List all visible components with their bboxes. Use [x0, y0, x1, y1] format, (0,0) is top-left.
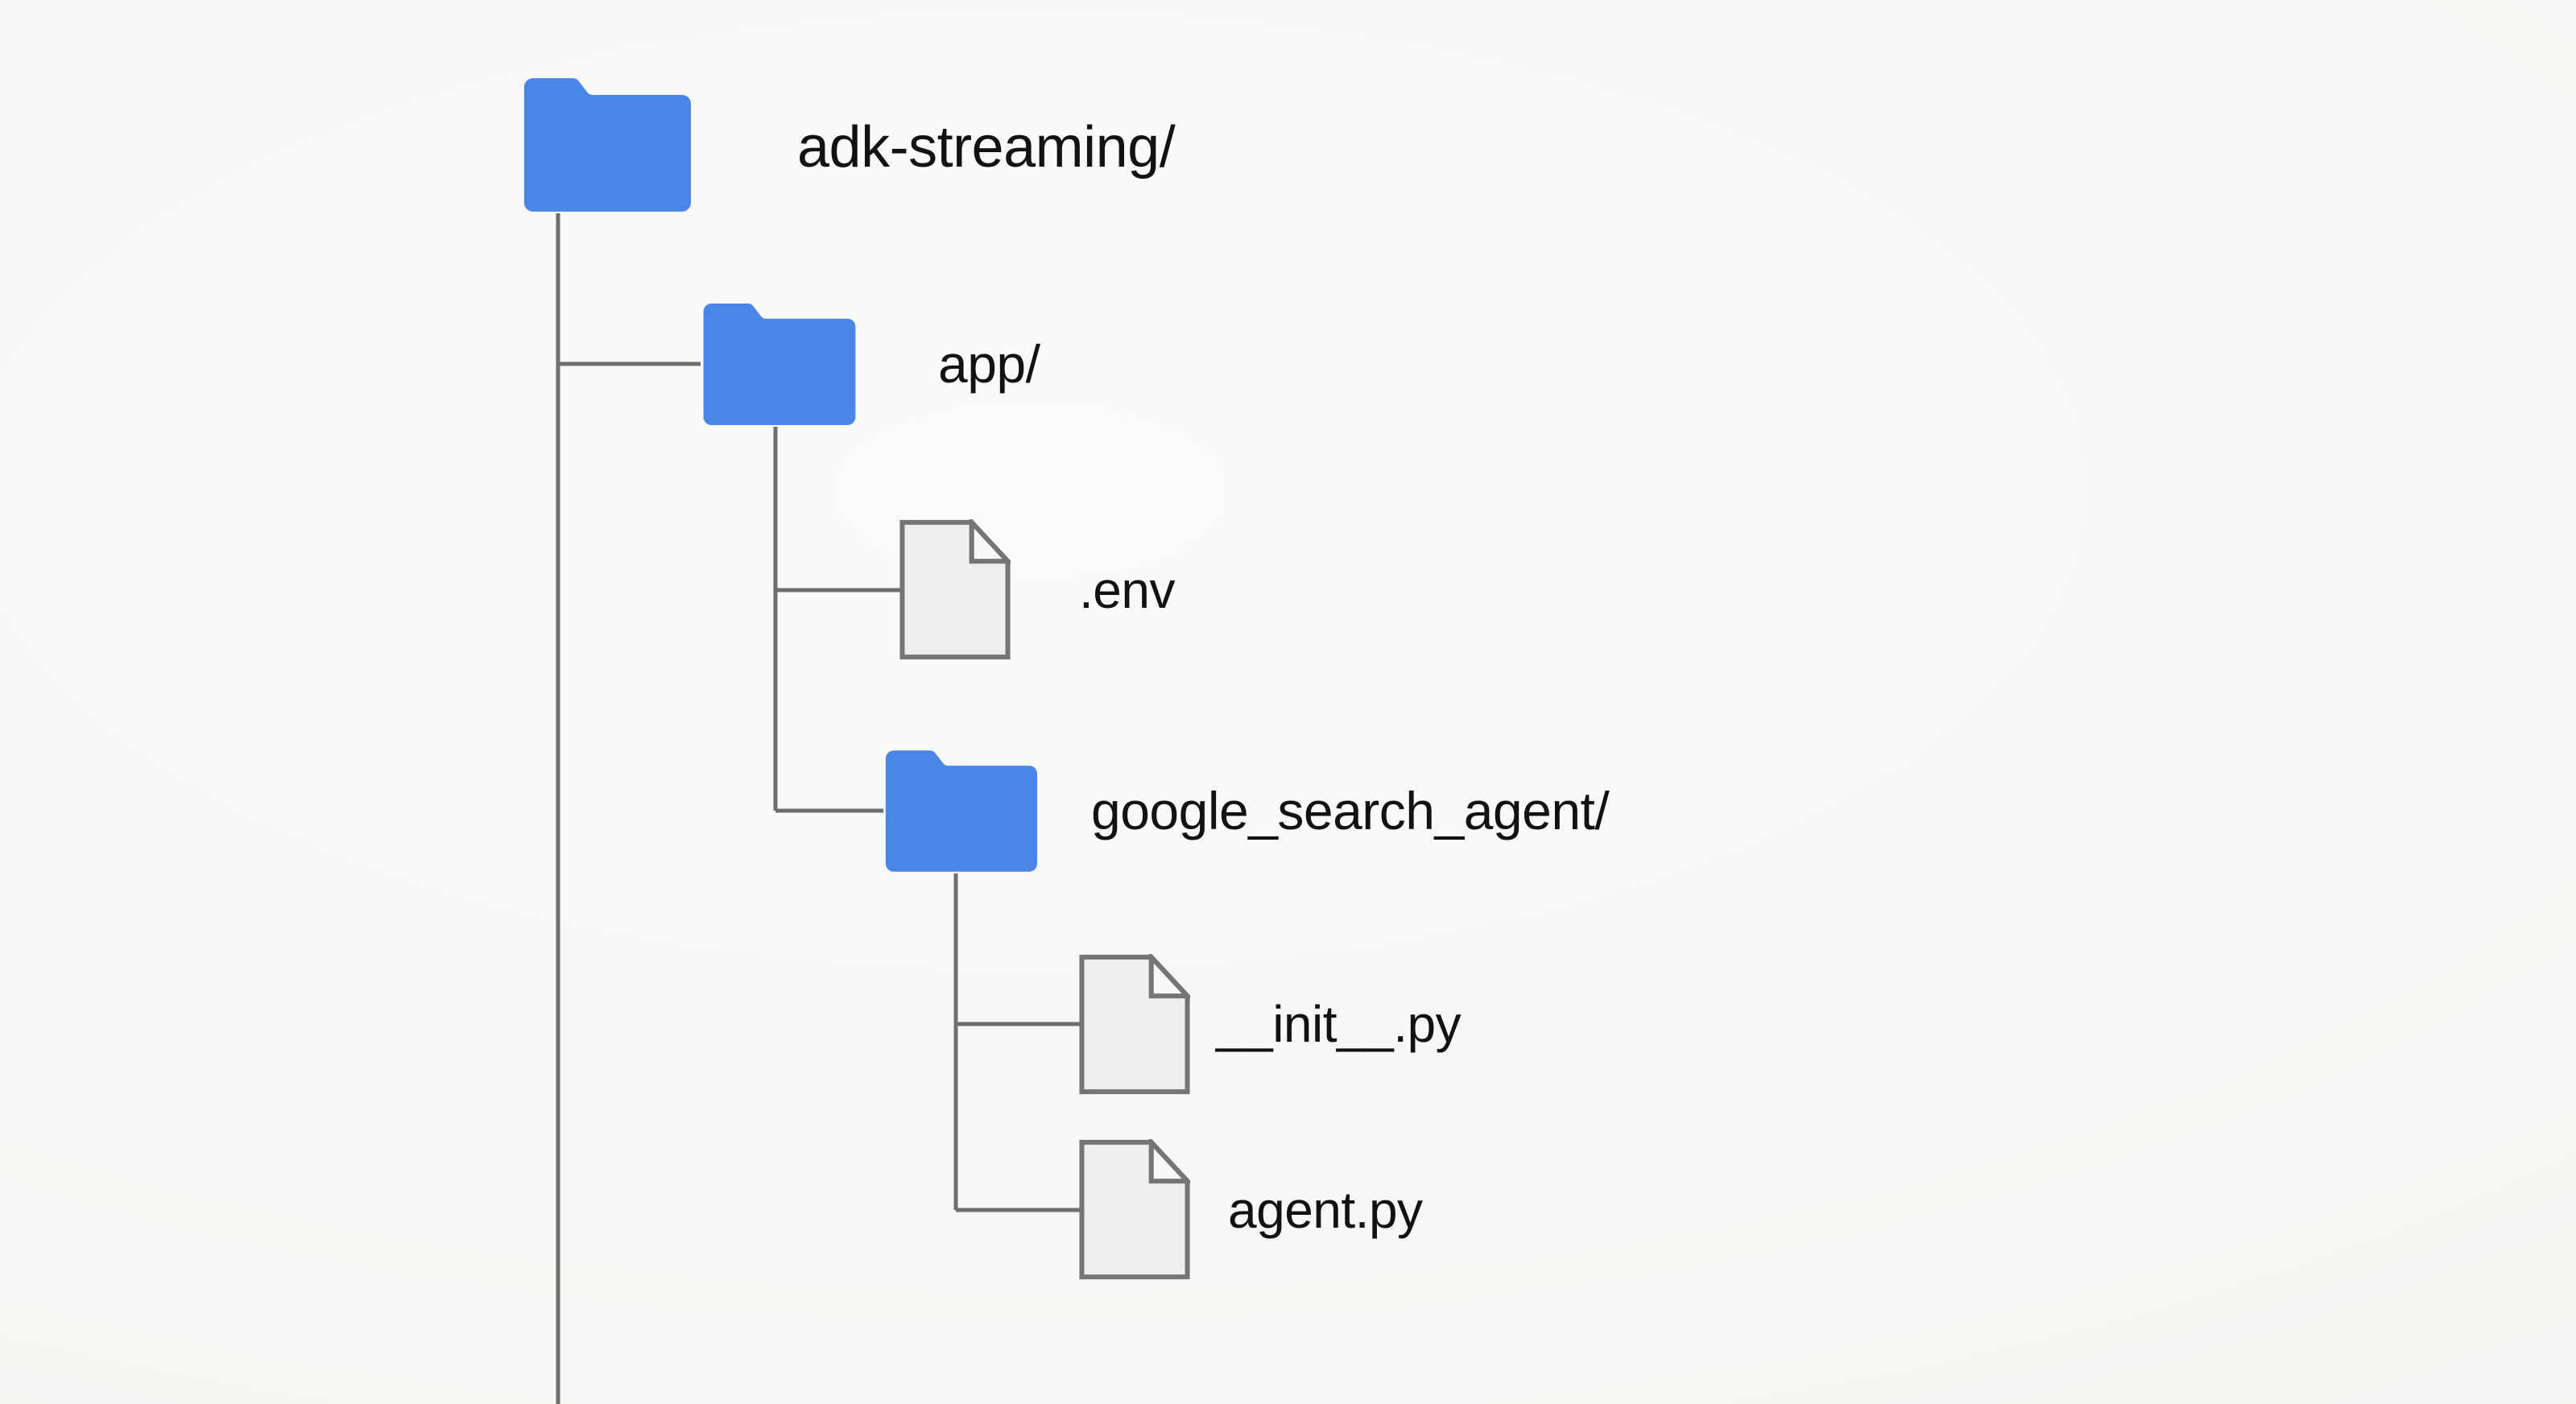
- folder-icon[interactable]: [878, 749, 1037, 873]
- tree-node-label-root: adk-streaming/: [797, 115, 1176, 180]
- file-icon[interactable]: [1079, 954, 1190, 1095]
- folder-icon: [885, 750, 1037, 872]
- tree-node-label-gsa: google_search_agent/: [1091, 781, 1610, 840]
- tree-node-agent[interactable]: agent.py: [1079, 1139, 1423, 1280]
- file-icon: [1079, 954, 1190, 1095]
- tree-node-label-agent: agent.py: [1228, 1181, 1423, 1239]
- tree-node-label-init: __init__.py: [1216, 995, 1462, 1053]
- folder-icon[interactable]: [490, 76, 717, 213]
- file-icon[interactable]: [899, 519, 1011, 660]
- tree-node-app[interactable]: app/: [695, 302, 1040, 427]
- folder-icon: [703, 303, 856, 426]
- file-icon[interactable]: [1079, 1139, 1190, 1280]
- tree-node-root[interactable]: adk-streaming/: [490, 76, 1176, 213]
- tree-node-init[interactable]: __init__.py: [1079, 954, 1462, 1095]
- file-icon: [899, 519, 1011, 660]
- tree-node-env[interactable]: .env: [899, 519, 1175, 660]
- tree-node-label-env: .env: [1079, 561, 1175, 619]
- folder-icon: [523, 78, 691, 212]
- folder-icon[interactable]: [695, 302, 856, 427]
- tree-node-gsa[interactable]: google_search_agent/: [878, 749, 1610, 873]
- file-icon: [1079, 1139, 1190, 1280]
- tree-node-label-app: app/: [938, 334, 1040, 394]
